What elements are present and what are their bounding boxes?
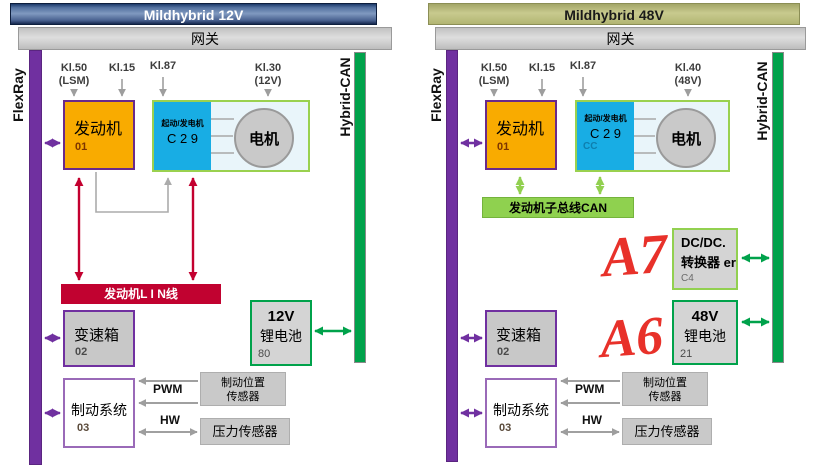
panel48-title-bar: Mildhybrid 48V	[428, 3, 800, 25]
panel48-motor-circle: 电机	[656, 108, 716, 168]
panel48-kl40-label: Kl.40 (48V)	[674, 62, 702, 87]
panel48-kl87-label: Kl.87	[569, 60, 597, 72]
panel12-title-bar: Mildhybrid 12V	[10, 3, 377, 25]
panel12-gateway-label: 网关	[191, 31, 219, 47]
panel48-handwritten-annotation-a7: A7	[599, 222, 670, 290]
panel48-hybrid-can-label: Hybrid-CAN	[754, 61, 770, 141]
panel12-gearbox-ecu: 变速箱 02	[63, 310, 135, 367]
panel48-handwritten-annotation-a6: A6	[597, 304, 666, 370]
panel12-engine-ecu: 发动机 01	[63, 100, 135, 170]
panel48-hw-label: HW	[582, 413, 602, 427]
panel12-hw-label: HW	[160, 413, 180, 427]
panel12-engine-starter-link	[95, 172, 172, 213]
panel48-gateway-label: 网关	[606, 31, 635, 47]
panel12-gateway-bar: 网关	[18, 27, 392, 50]
panel48-engine-ecu: 发动机 01	[485, 100, 557, 170]
panel12-kl15-label: Kl.15	[108, 62, 136, 74]
panel12-kl87-label: Kl.87	[149, 60, 177, 72]
panel48-pwm-label: PWM	[575, 382, 605, 396]
panel12-brake-position-sensor: 制动位置 传感器	[200, 372, 286, 406]
panel48-brake-ecu: 制动系统 03	[485, 378, 557, 448]
panel12-pressure-sensor: 压力传感器	[200, 418, 290, 445]
panel48-kl50-label: Kl.50 (LSM)	[478, 62, 510, 87]
panel12-flexray-label: FlexRay	[10, 68, 26, 122]
panel48-hybrid-can-bus	[772, 52, 784, 363]
panel12-kl30-label: Kl.30 (12V)	[254, 62, 282, 87]
panel12-battery: 12V 锂电池 80	[250, 300, 312, 366]
panel48-gateway-bar: 网关	[435, 27, 806, 50]
panel12-flexray-bus	[29, 50, 42, 465]
panel48-brake-position-sensor: 制动位置 传感器	[622, 372, 708, 406]
panel48-flexray-bus	[446, 50, 458, 462]
panel12-hybrid-can-label: Hybrid-CAN	[337, 57, 353, 137]
panel12-starter-generator: 起动/发电机 C 2 9	[154, 102, 211, 170]
panel12-engine-id: 01	[75, 141, 88, 153]
panel48-pressure-sensor: 压力传感器	[622, 418, 712, 445]
panel12-pwm-label: PWM	[153, 382, 183, 396]
panel48-motor-assembly: 起动/发电机 C 2 9 CC 电机	[575, 100, 730, 172]
panel48-engine-subbus-can: 发动机子总线CAN	[482, 197, 634, 218]
panel12-engine-name: 发动机	[74, 121, 123, 138]
panel48-title: Mildhybrid 48V	[564, 7, 664, 23]
panel12-brake-ecu: 制动系统 03	[63, 378, 135, 448]
panel48-dcdc-converter: DC/DC. 转换器 er C4	[672, 228, 738, 290]
panel48-battery: 48V 锂电池 21	[672, 300, 738, 365]
panel48-gearbox-ecu: 变速箱 02	[485, 310, 557, 367]
panel12-hybrid-can-bus	[354, 52, 366, 363]
panel48-kl15-label: Kl.15	[528, 62, 556, 74]
panel12-motor-circle: 电机	[234, 108, 294, 168]
panel12-lin-bus-bar: 发动机L I N线	[61, 284, 221, 304]
panel48-starter-generator: 起动/发电机 C 2 9 CC	[577, 102, 634, 170]
panel12-kl50-label: Kl.50 (LSM)	[58, 62, 90, 87]
panel48-flexray-label: FlexRay	[428, 68, 444, 122]
panel12-title: Mildhybrid 12V	[143, 7, 244, 23]
panel12-motor-assembly: 起动/发电机 C 2 9 电机	[152, 100, 310, 172]
